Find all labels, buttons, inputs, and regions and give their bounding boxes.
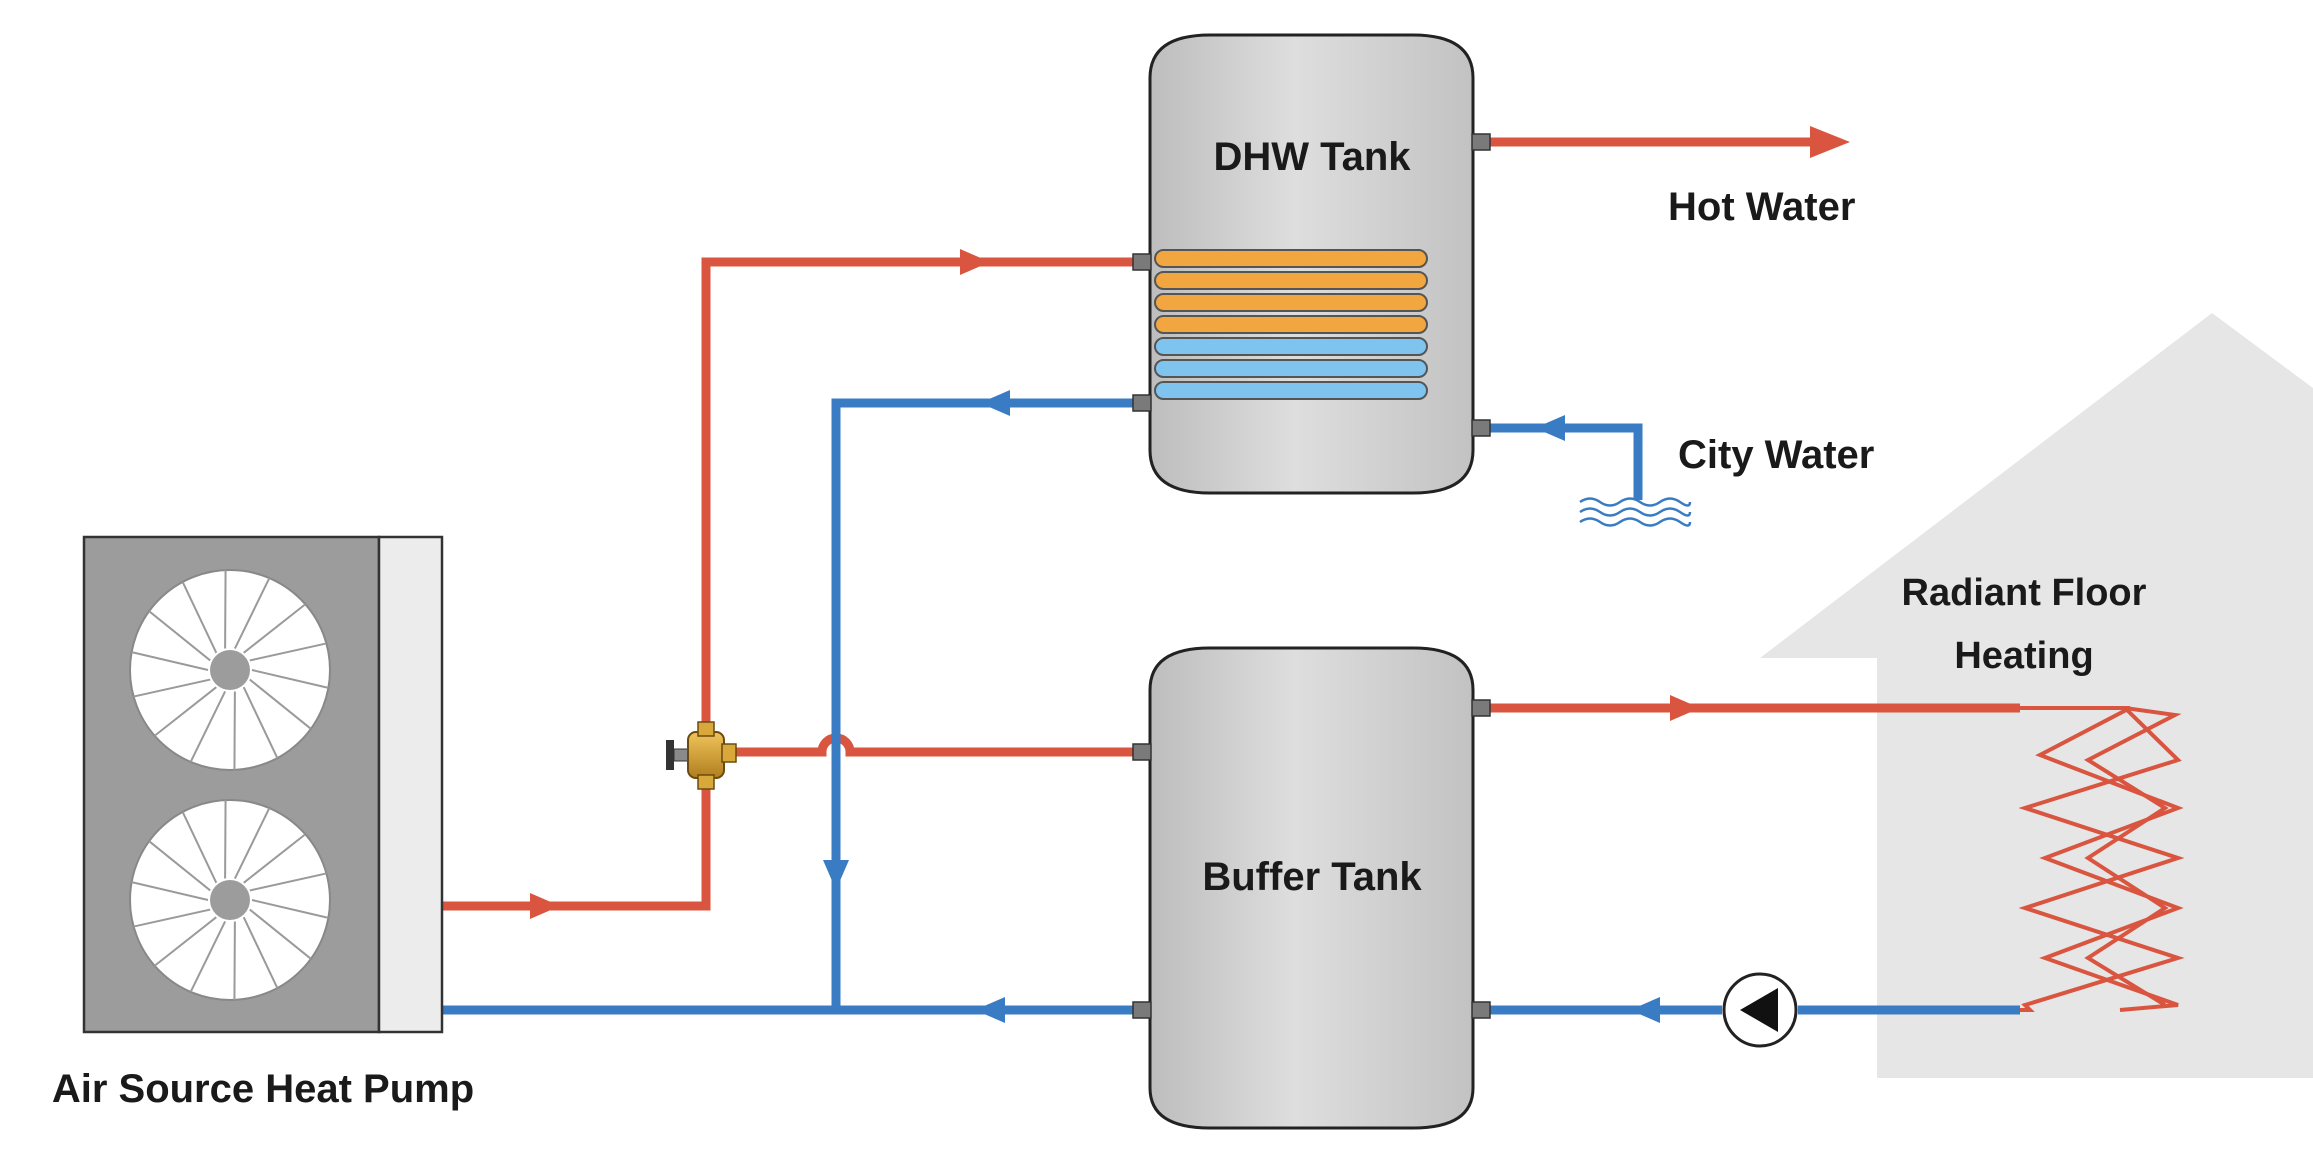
heat-exchanger-coil-icon [1154,249,1428,400]
floor-heating-loop-icon [2018,706,2185,1012]
air-source-heat-pump [82,535,444,1034]
radiant-floor-label-line1: Radiant Floor [1902,572,2147,614]
buffer-tank-label: Buffer Tank [1202,855,1422,899]
dhw-coil-return-pipe [831,398,1133,1010]
flow-arrow [1630,997,1660,1023]
dhw-tank: DHW Tank [1132,33,1491,495]
fan-icon [129,799,331,1001]
hot-water-label: Hot Water [1668,185,1855,229]
dhw-tank-label: DHW Tank [1213,135,1411,179]
cold-return-pipes [443,398,2020,1015]
water-waves-icon [1579,497,1692,527]
dhw-coil-supply-pipe [701,257,1133,740]
hot-water-arrowhead [1810,126,1850,158]
buffer-supply-pipe [726,733,1133,757]
buffer-tank: Buffer Tank [1132,646,1491,1130]
flow-arrow [823,860,849,890]
radiant-floor-label-line2: Heating [1954,635,2093,677]
flow-arrow [960,249,990,275]
flow-arrow [1535,415,1565,441]
flow-arrow [530,893,560,919]
three-way-valve-icon [666,721,737,790]
house-silhouette [1760,313,2313,1078]
flow-arrow [1670,695,1700,721]
circulator-pump-icon [1722,972,1798,1048]
fan-icon [129,569,331,771]
flow-arrow [980,390,1010,416]
flow-arrow [975,997,1005,1023]
heat-pump-label: Air Source Heat Pump [52,1067,474,1111]
heat-pump-supply-pipe [443,780,711,911]
city-water-label: City Water [1678,433,1874,477]
